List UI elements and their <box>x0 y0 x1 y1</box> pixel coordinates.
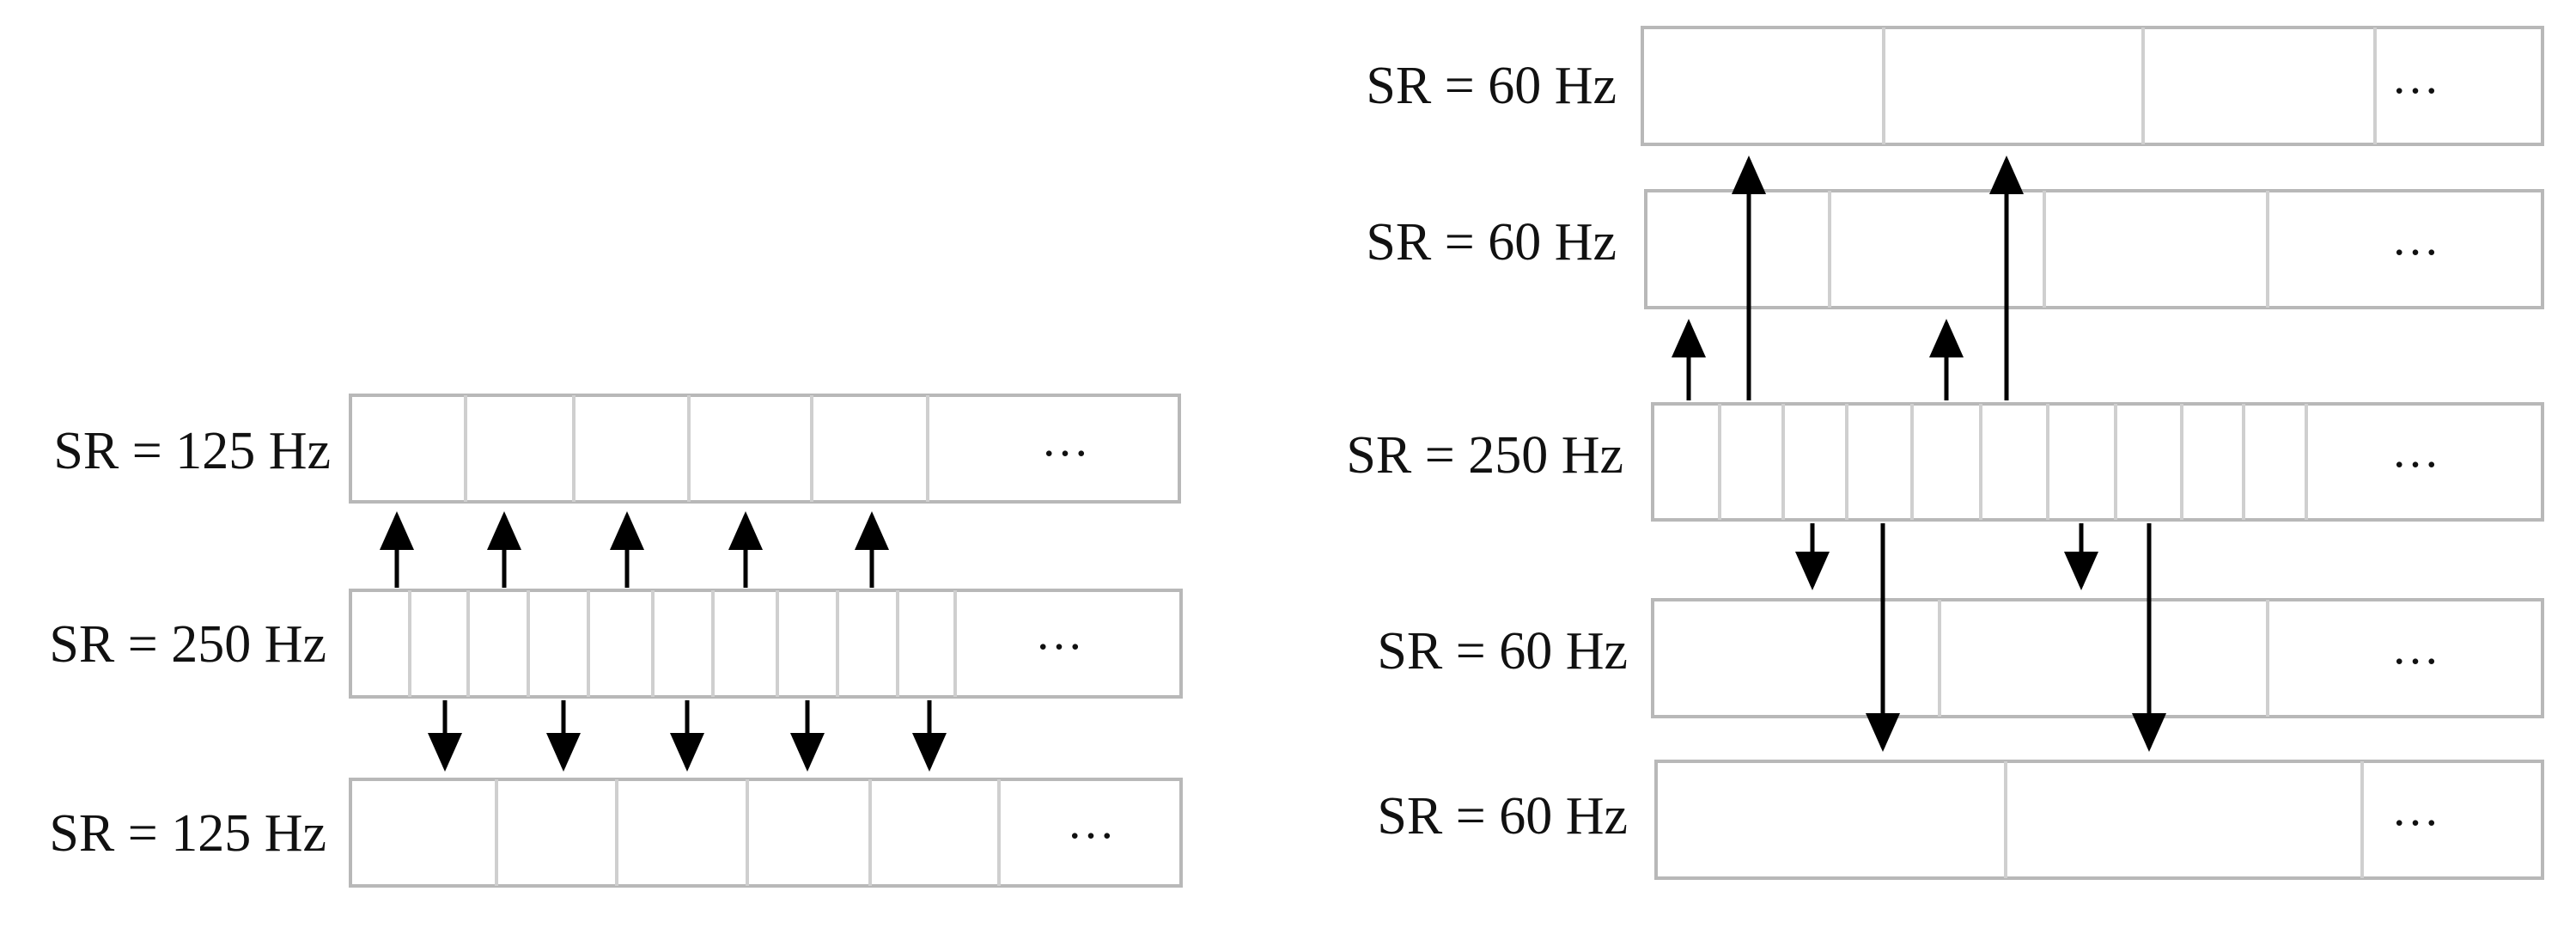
left-row-middle-box <box>349 589 1183 699</box>
right-row-top-1-box <box>1641 26 2544 146</box>
right-row-middle-label: SR = 250 Hz <box>1346 426 1623 485</box>
right-row-bottom-1-box <box>1651 598 2544 718</box>
left-row-middle-ellipsis: … <box>1035 607 1083 660</box>
left-row-top-label: SR = 125 Hz <box>53 422 331 480</box>
right-row-middle-ellipsis: … <box>2391 424 2439 478</box>
right-row-top-2-box <box>1644 189 2544 309</box>
right-row-top-1-label: SR = 60 Hz <box>1366 57 1617 115</box>
right-row-top-2-ellipsis: … <box>2391 212 2439 266</box>
right-row-bottom-1-label: SR = 60 Hz <box>1377 622 1628 681</box>
right-row-top-2-label: SR = 60 Hz <box>1366 213 1617 272</box>
right-row-top-1-ellipsis: … <box>2391 51 2439 104</box>
left-row-bottom-label: SR = 125 Hz <box>49 804 326 863</box>
right-diagram: SR = 60 Hz … SR = 60 Hz … SR = 250 Hz <box>1346 26 2544 880</box>
left-row-top-cells <box>464 395 929 502</box>
left-row-top-box <box>349 394 1181 504</box>
right-row-bottom-1-ellipsis: … <box>2391 621 2439 675</box>
right-row-bottom-2-label: SR = 60 Hz <box>1377 787 1628 846</box>
right-downsample-arrows-long <box>1866 523 2166 752</box>
left-downsample-arrows <box>428 700 947 772</box>
right-upsample-arrows-long <box>1732 156 2024 400</box>
right-row-middle-cells <box>1718 404 2308 520</box>
left-row-bottom-box <box>349 778 1183 888</box>
right-row-top-2-cells <box>1828 191 2269 308</box>
left-upsample-arrows <box>380 511 889 588</box>
right-row-bottom-1-cells <box>1938 600 2269 717</box>
right-downsample-arrows-short <box>1795 523 2098 590</box>
left-row-middle-label: SR = 250 Hz <box>49 615 326 674</box>
left-row-middle-cells <box>408 590 957 697</box>
right-row-top-1-cells <box>1882 27 2377 144</box>
right-row-middle-box <box>1651 402 2544 522</box>
right-row-bottom-2-box <box>1654 760 2544 880</box>
right-upsample-arrows-short <box>1672 319 1964 400</box>
left-row-bottom-ellipsis: … <box>1067 796 1115 849</box>
left-diagram: SR = 125 Hz … SR = 250 Hz … SR = 125 <box>49 394 1183 888</box>
left-row-bottom-cells <box>495 779 1001 886</box>
left-row-top-ellipsis: … <box>1041 413 1089 467</box>
right-row-bottom-2-cells <box>2004 761 2364 878</box>
right-row-bottom-2-ellipsis: … <box>2391 783 2439 836</box>
